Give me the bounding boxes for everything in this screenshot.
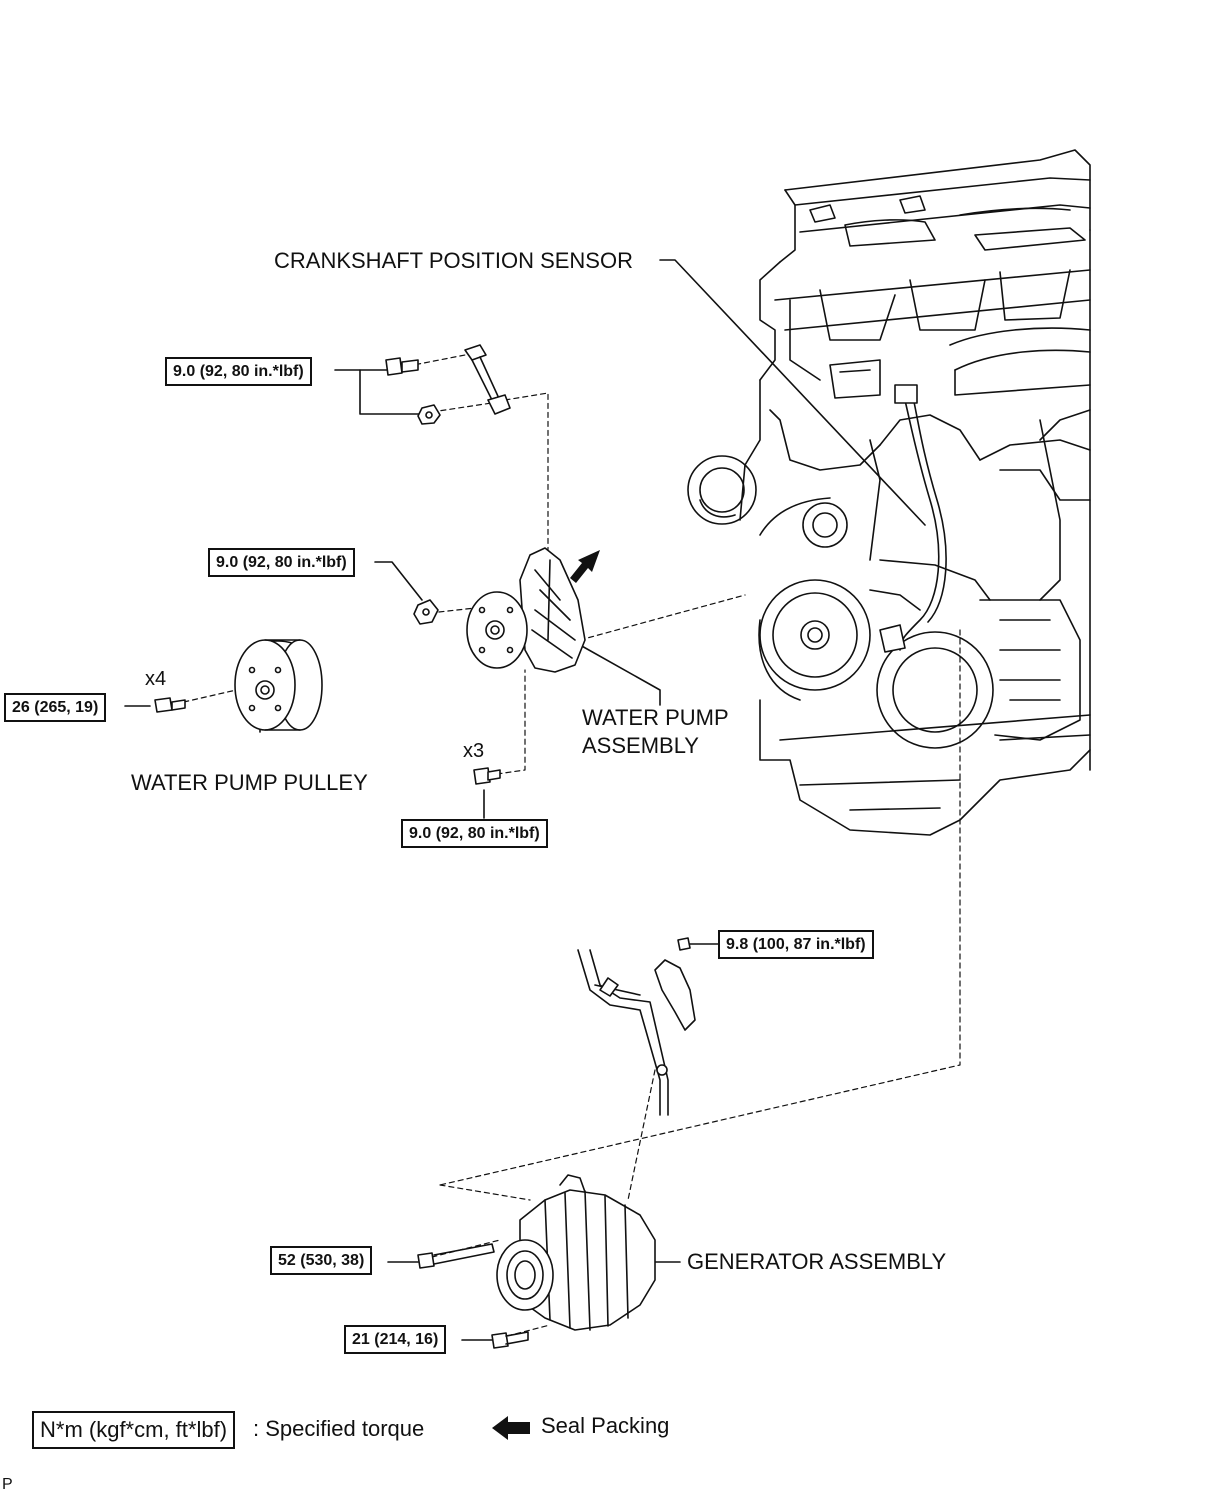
- seal-packing-arrow-marker: [570, 550, 600, 583]
- generator-drawing: [417, 1174, 656, 1349]
- water-pump-pulley-label: WATER PUMP PULLEY: [131, 770, 368, 795]
- corner-mark: P: [2, 1476, 13, 1493]
- generator-assembly-label: GENERATOR ASSEMBLY: [687, 1249, 947, 1274]
- water-pump-pulley-drawing: [154, 639, 323, 731]
- wire-harness-drawing: [577, 937, 696, 1116]
- alignment-lines: [174, 354, 961, 1337]
- seal-packing-legend-arrow: [492, 1416, 530, 1440]
- torque-bracket-box: 9.0 (92, 80 in.*lbf): [165, 357, 312, 387]
- pulley-bolt-quantity: x4: [145, 668, 167, 690]
- torque-pump-nut-box: 9.0 (92, 80 in.*lbf): [208, 548, 355, 578]
- torque-pulley-bolt-box: 26 (265, 19): [4, 693, 107, 723]
- water-pump-assembly-label-line1: WATER PUMP: [582, 705, 729, 730]
- legend-unit-text: : Specified torque: [253, 1416, 425, 1441]
- torque-generator-lower-box: 21 (214, 16): [344, 1325, 447, 1355]
- torque-generator-upper-box: 52 (530, 38): [270, 1246, 373, 1276]
- crankshaft-sensor-wire: [879, 384, 947, 653]
- torque-pump-bolts-box: 9.0 (92, 80 in.*lbf): [401, 819, 548, 849]
- legend-seal-packing-text: Seal Packing: [541, 1413, 670, 1438]
- pump-bolt-drawing: [473, 767, 501, 785]
- engine-block-drawing: [687, 149, 1091, 836]
- leader-lines: [124, 259, 926, 1341]
- water-pump-drawing: [413, 547, 586, 673]
- torque-wire-nut-box: 9.8 (100, 87 in.*lbf): [718, 930, 874, 960]
- water-pump-assembly-label-line2: ASSEMBLY: [582, 733, 699, 758]
- crankshaft-position-sensor-label: CRANKSHAFT POSITION SENSOR: [274, 248, 633, 273]
- legend-unit-box: N*m (kgf*cm, ft*lbf): [32, 1411, 236, 1449]
- bracket-parts-drawing: [385, 344, 511, 425]
- pump-bolt-quantity: x3: [463, 740, 485, 762]
